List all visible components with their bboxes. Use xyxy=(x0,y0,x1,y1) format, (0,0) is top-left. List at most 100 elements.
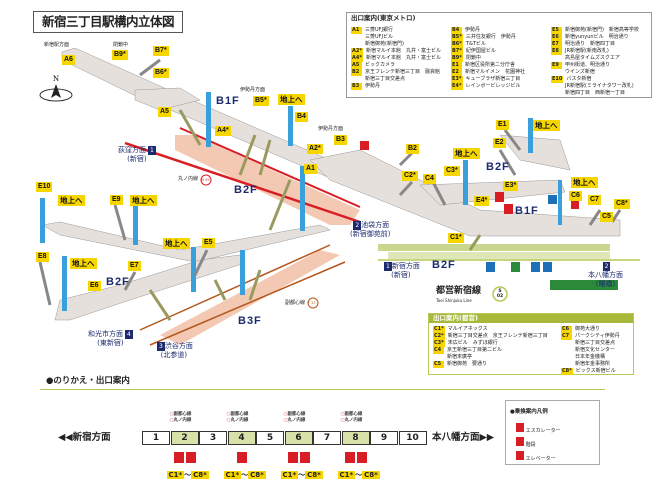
exit-code: E9 xyxy=(551,62,562,69)
stairs-icon xyxy=(185,452,196,463)
exit-code: C8* xyxy=(561,368,573,375)
section-heading: ●のりかえ・出口案内 xyxy=(46,376,130,386)
exit-range: C1*～C8* xyxy=(223,470,266,480)
exit-from: C1* xyxy=(223,471,242,479)
exit-b3: B3 xyxy=(334,135,347,145)
legend-row: 新宿御苑(新宿門) xyxy=(351,41,441,48)
exit-code: C7 xyxy=(561,333,572,340)
exit-e4: E4* xyxy=(474,196,490,206)
exit-destination: 伊勢丹 xyxy=(365,83,381,89)
car-1: 1 xyxy=(142,431,170,445)
legend-row: 高島屋タイムズスクエア xyxy=(551,55,639,62)
page-title: 新宿三丁目駅構内立体図 xyxy=(33,11,183,33)
escalator-icon xyxy=(287,452,298,463)
direction-left: ◀◀新宿方面 xyxy=(58,432,111,443)
exit-c1: C1* xyxy=(448,233,464,243)
exit-c4: C4 xyxy=(423,174,436,184)
legend-escalator: エスカレーター xyxy=(516,423,561,435)
car-4: 4 xyxy=(227,431,256,445)
exit-c5: C5 xyxy=(600,212,613,222)
exit-destination: 三井住友銀行 伊勢丹 xyxy=(465,34,516,40)
floor-b2f: B2F xyxy=(432,259,456,271)
stairs-icon xyxy=(356,452,367,463)
exit-code: C2* xyxy=(433,333,445,340)
car-7: 7 xyxy=(313,431,341,445)
east-concourse xyxy=(309,149,621,237)
exit-destination: 新宿yunyunビル 明治通り xyxy=(565,34,629,40)
exit-code: B7* xyxy=(451,48,463,55)
exit-to: C8* xyxy=(191,471,209,479)
exit-code: C4 xyxy=(433,347,444,354)
facility-icons xyxy=(360,141,618,290)
marunouchi-track xyxy=(124,141,361,224)
exit-destination: JR新宿駅(ミライナタワー改札) xyxy=(565,83,634,89)
exit-e8: E8 xyxy=(36,252,49,262)
exit-e9: E9 xyxy=(110,195,123,205)
exit-destination: 新宿文化センター xyxy=(575,347,616,353)
marunouchi-line-icon xyxy=(200,174,212,186)
isetan-direction: 伊勢丹方面 xyxy=(240,87,266,93)
legend-row: A2*新宿マルイ本館 丸井・富士ビル xyxy=(351,48,441,55)
transfer-line-fukutoshin: 副都心線 xyxy=(173,412,192,417)
exit-e2: E2 xyxy=(493,138,506,148)
stairs-icon xyxy=(516,437,524,446)
exit-destination: 閉鎖中 xyxy=(465,55,481,61)
exit-destination: 新宿マルイ本館 丸井・富士ビル xyxy=(365,48,441,54)
tilde: ～ xyxy=(241,471,249,479)
exit-a2: A2* xyxy=(307,144,323,154)
exit-e3: E3* xyxy=(503,181,519,191)
legend-row: C1*マルイアネックス xyxy=(433,326,548,333)
legend-row: 新宿文化センター xyxy=(561,347,620,354)
exit-destination: 京王新宿三丁目第二ビル xyxy=(447,347,503,353)
exit-destination: 新宿末廣亭 xyxy=(447,354,473,360)
car-3: 3 xyxy=(199,431,227,445)
legend-row: 新宿末廣亭 xyxy=(433,354,548,361)
exit-code: E2 xyxy=(451,69,462,76)
exit-code: C1* xyxy=(433,326,445,333)
exit-c7: C7 xyxy=(588,195,601,205)
exit-b9: B9* xyxy=(112,50,128,60)
to-ground-label: 地上へ xyxy=(571,177,598,188)
exit-code xyxy=(561,340,572,347)
fukutoshin-track xyxy=(149,261,346,346)
exit-code: E6 xyxy=(551,34,562,41)
escalator-icon xyxy=(344,452,355,463)
exit-to: C8* xyxy=(305,471,323,479)
toei-line-code: S 02 xyxy=(496,289,504,299)
exit-range: C1*～C8* xyxy=(337,470,380,480)
toei-legend-heading: 出口案内(都営) xyxy=(429,314,633,323)
exit-destination: 甲州街道、明治通り xyxy=(565,62,611,68)
exit-destination: 新宿御苑(新宿門) xyxy=(365,41,404,47)
exit-code xyxy=(561,347,572,354)
shinjuku-station-direction: 新宿駅方面 xyxy=(44,42,70,48)
exit-code: B9* xyxy=(451,55,463,62)
exit-code: A1 xyxy=(351,27,362,34)
to-ground-label: 地上へ xyxy=(58,195,85,206)
exit-code: B2 xyxy=(351,69,362,76)
exit-destination: 新宿三丁目交差点 京王フレンテ新宿三丁目 xyxy=(447,333,548,339)
transfer-line-marunouchi: 丸ノ内線 xyxy=(230,418,249,423)
tilde: ～ xyxy=(184,471,192,479)
exit-destination: JR新宿駅(新南改札) xyxy=(565,48,609,54)
exit-destination: ウインズ新宿 xyxy=(565,69,595,75)
toei-line-icon xyxy=(492,286,508,302)
exit-code: B5* xyxy=(451,34,463,41)
exit-e6: E6 xyxy=(88,281,101,291)
exit-code: C5 xyxy=(433,361,444,368)
exit-destination: レインボービレッジビル xyxy=(465,83,521,89)
exit-code: B4 xyxy=(451,27,462,34)
exit-destination: 新宿三丁目交差点 xyxy=(365,76,406,82)
transfer-lines: ○副都心線○丸ノ内線 xyxy=(283,412,306,423)
exit-destination: 御苑大通り xyxy=(575,326,601,332)
exit-e5: E5 xyxy=(202,238,215,248)
elevator-icon xyxy=(516,451,524,460)
